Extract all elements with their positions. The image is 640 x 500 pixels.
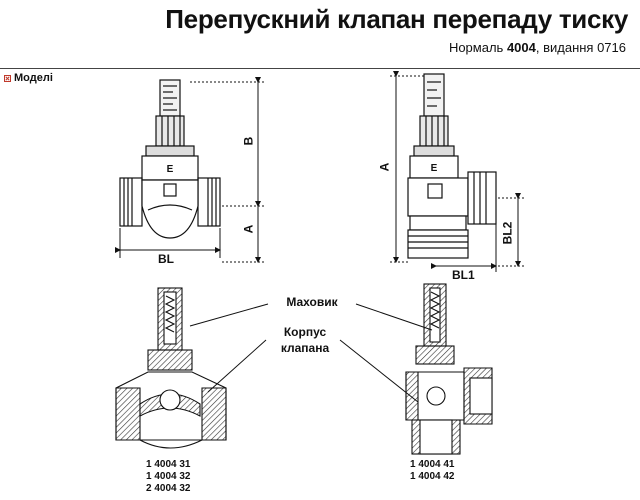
dim-b-label: B [241,136,256,146]
svg-text:E: E [431,163,438,174]
valve-angle-section-view [405,283,493,455]
callout-leaders [189,303,433,403]
model-codes-left: 1 4004 31 1 4004 32 2 4004 32 [146,459,191,495]
model-code: 1 4004 42 [410,471,455,482]
valve-straight-section-view [115,287,227,449]
model-code: 1 4004 41 [410,459,455,470]
dim-bl-label: BL [158,252,174,266]
svg-text:E: E [167,164,174,175]
models-section-label: Моделі [14,72,53,84]
norm-reference: Нормаль 4004, видання 0716 [449,40,626,55]
model-codes-right: 1 4004 41 1 4004 42 [410,459,455,483]
collapse-toggle-icon[interactable] [4,74,11,82]
dim-bl1-label: BL1 [452,268,475,282]
right-dimension-lines [390,71,524,272]
left-dimension-lines [115,77,264,263]
valve-body-callout-line2: клапана [280,341,330,355]
valve-straight-front-view: E [119,79,221,239]
model-code: 1 4004 31 [146,459,191,470]
norm-prefix: Нормаль [448,40,504,55]
dim-a-label-left: A [241,224,256,234]
model-code: 1 4004 32 [146,471,191,482]
norm-number: 4004 [506,40,536,55]
valve-body-callout: Корпус клапана [266,324,344,356]
handwheel-callout: Маховик [286,295,338,309]
page-title: Перепускний клапан перепаду тиску [165,4,628,34]
model-code: 2 4004 32 [146,483,191,494]
valve-angle-front-view: E [407,73,497,259]
dim-bl2-label: BL2 [500,221,515,245]
models-section-header[interactable]: Моделі [4,72,53,84]
dim-a-label-right: A [377,162,392,172]
norm-edition: , видання 0716 [535,40,626,55]
header-divider [0,68,640,69]
valve-body-callout-line1: Корпус [283,325,327,339]
